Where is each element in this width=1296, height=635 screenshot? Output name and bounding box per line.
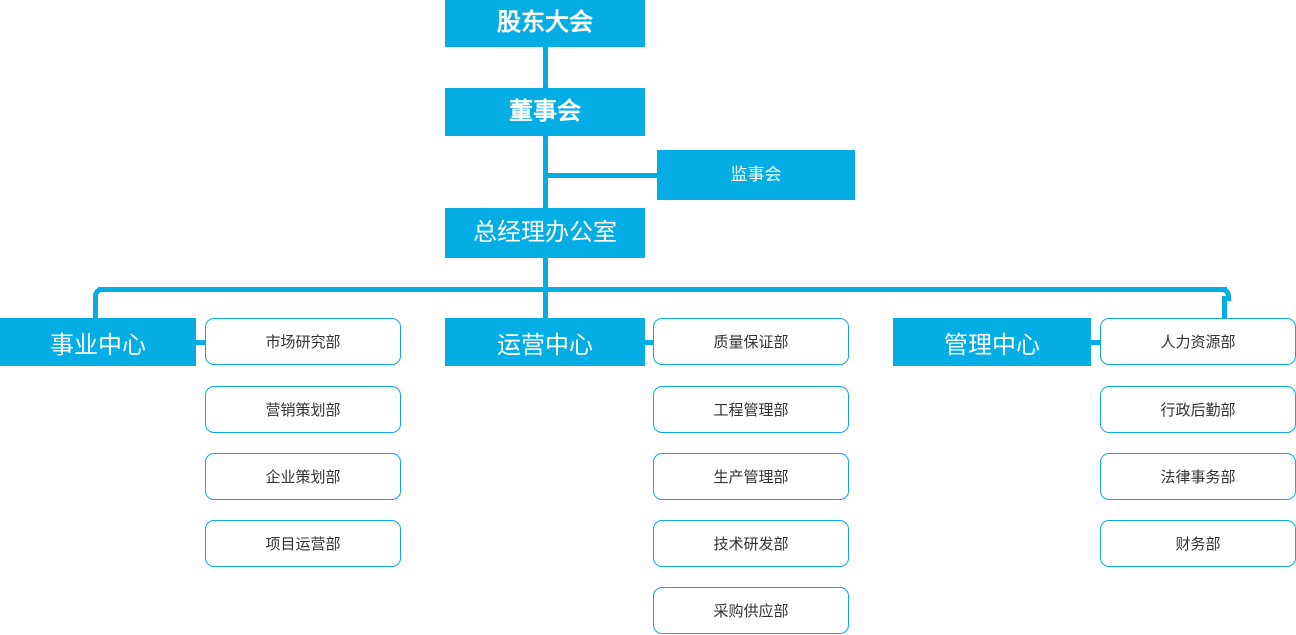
node-board-of-supervisors[interactable]: 监事会 <box>657 150 855 200</box>
connector-horizontal-bus <box>98 287 1227 292</box>
dept-box-business-1[interactable]: 市场研究部 <box>205 318 401 365</box>
node-board-of-supervisors-label: 监事会 <box>730 164 782 184</box>
connector-board-to-supervisors <box>543 173 657 178</box>
dept-label: 营销策划部 <box>265 402 341 419</box>
node-board-of-directors-label: 董事会 <box>509 97 581 125</box>
dept-box-management-3[interactable]: 法律事务部 <box>1100 453 1296 500</box>
dept-box-management-4[interactable]: 财务部 <box>1100 520 1296 567</box>
dept-box-operation-1[interactable]: 质量保证部 <box>653 318 849 365</box>
dept-box-operation-2[interactable]: 工程管理部 <box>653 386 849 433</box>
connector-shareholders-to-board <box>543 47 548 88</box>
node-operation-center-label: 运营中心 <box>497 331 593 359</box>
dept-box-operation-4[interactable]: 技术研发部 <box>653 520 849 567</box>
dept-label: 企业策划部 <box>265 469 341 486</box>
node-shareholders-meeting-label: 股东大会 <box>497 9 593 37</box>
dept-label: 人力资源部 <box>1160 334 1236 351</box>
node-general-manager-office[interactable]: 总经理办公室 <box>445 208 645 258</box>
connector-elbow-left <box>93 287 107 301</box>
connector-elbow-right <box>1217 287 1231 301</box>
dept-box-management-1[interactable]: 人力资源部 <box>1100 318 1296 365</box>
dept-label: 法律事务部 <box>1160 469 1236 486</box>
connector-bus-to-business-center <box>93 296 98 320</box>
connector-business-center-to-departments <box>194 340 206 345</box>
dept-label: 行政后勤部 <box>1160 402 1236 419</box>
dept-label: 采购供应部 <box>713 603 789 620</box>
dept-label: 质量保证部 <box>713 334 789 351</box>
node-business-center-label: 事业中心 <box>50 331 146 359</box>
node-board-of-directors[interactable]: 董事会 <box>445 88 645 136</box>
dept-label: 工程管理部 <box>713 402 789 419</box>
connector-operation-center-to-departments <box>643 340 655 345</box>
dept-label: 市场研究部 <box>265 334 341 351</box>
node-shareholders-meeting[interactable]: 股东大会 <box>445 0 645 47</box>
dept-label: 生产管理部 <box>713 469 789 486</box>
dept-box-operation-5[interactable]: 采购供应部 <box>653 587 849 634</box>
node-management-center[interactable]: 管理中心 <box>893 318 1091 366</box>
dept-label: 技术研发部 <box>713 536 789 553</box>
dept-box-management-2[interactable]: 行政后勤部 <box>1100 386 1296 433</box>
connector-bus-to-management-center <box>1222 296 1227 320</box>
node-business-center[interactable]: 事业中心 <box>0 318 196 366</box>
node-general-manager-office-label: 总经理办公室 <box>473 218 617 246</box>
dept-label: 项目运营部 <box>265 536 341 553</box>
connector-management-center-to-departments <box>1089 340 1101 345</box>
dept-box-business-2[interactable]: 营销策划部 <box>205 386 401 433</box>
node-management-center-label: 管理中心 <box>944 331 1040 359</box>
dept-box-business-4[interactable]: 项目运营部 <box>205 520 401 567</box>
dept-label: 财务部 <box>1175 536 1221 553</box>
dept-box-operation-3[interactable]: 生产管理部 <box>653 453 849 500</box>
dept-box-business-3[interactable]: 企业策划部 <box>205 453 401 500</box>
connector-board-to-gm-office <box>543 136 548 208</box>
node-operation-center[interactable]: 运营中心 <box>445 318 645 366</box>
